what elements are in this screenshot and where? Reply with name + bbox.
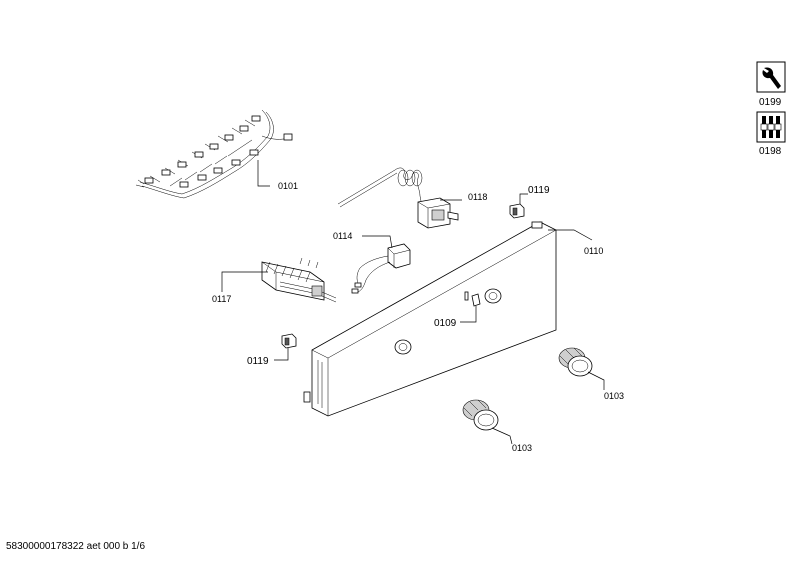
screwdriver-set-icon (756, 111, 786, 143)
document-footer: 58300000178322 aet 000 b 1/6 (6, 541, 146, 552)
wiring-harness (135, 109, 293, 199)
clip-bottom (281, 333, 297, 349)
part-number-0119-top: 0119 (528, 185, 550, 196)
part-number-0103-left: 0103 (512, 443, 532, 453)
wrench-icon (756, 61, 786, 93)
part-number-0109: 0109 (434, 318, 457, 329)
selector-switch (261, 257, 337, 303)
switch-component (351, 243, 411, 294)
part-number-0119-bottom: 0119 (247, 356, 269, 367)
part-number-0118: 0118 (468, 192, 487, 202)
part-number-0114: 0114 (333, 231, 352, 241)
control-knob-right (558, 347, 593, 377)
thermostat (337, 167, 459, 229)
control-knob-left (462, 399, 499, 431)
side-label-0199: 0199 (759, 97, 782, 108)
clip-top (509, 203, 525, 219)
side-label-0198: 0198 (759, 146, 782, 157)
control-panel (303, 221, 557, 417)
indicator-pieces (464, 291, 481, 307)
part-number-0110: 0110 (584, 246, 603, 256)
part-number-0101: 0101 (278, 181, 298, 191)
part-number-0103-right: 0103 (604, 391, 624, 401)
part-number-0117: 0117 (212, 294, 231, 304)
